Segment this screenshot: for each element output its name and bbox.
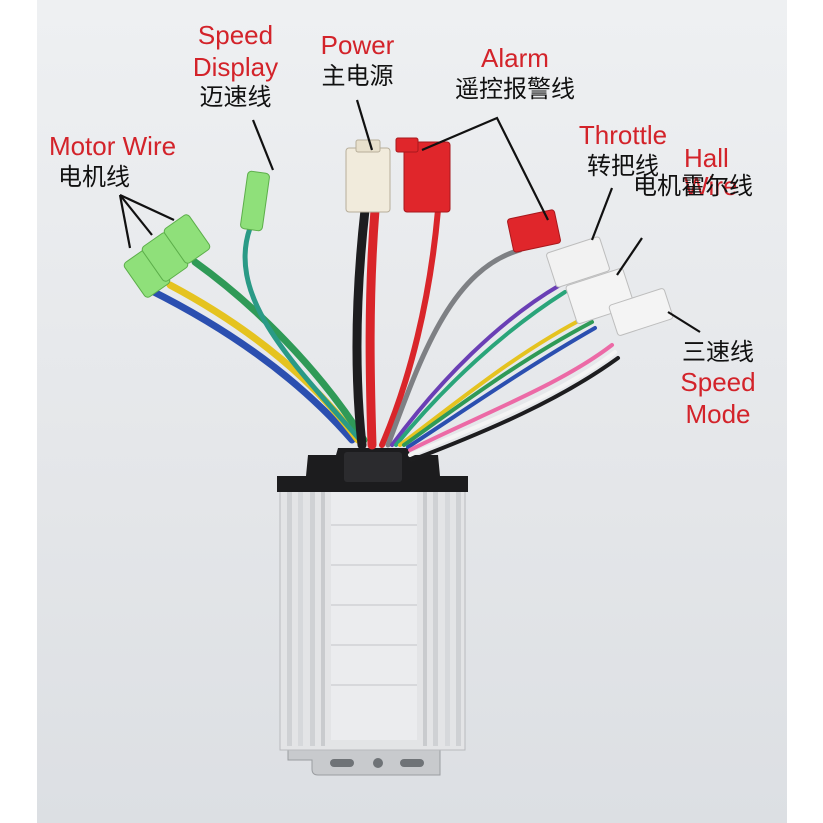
label-speed-mode: 三速线 Speed Mode bbox=[668, 338, 768, 431]
wire-hall-2 bbox=[402, 320, 594, 447]
wire-power-red bbox=[365, 205, 380, 450]
label-speed-display: Speed Display 迈速线 bbox=[178, 20, 293, 113]
label-speed-mode-en-2: Mode bbox=[685, 398, 751, 429]
end-cap-grommet bbox=[344, 452, 402, 482]
label-motor-wire: Motor Wire 电机线 bbox=[30, 131, 195, 192]
pointer-motor-2 bbox=[119, 194, 153, 236]
power-connector bbox=[345, 147, 391, 213]
wire-motor-green bbox=[191, 258, 368, 444]
label-alarm-zh: 遥控报警线 bbox=[455, 74, 575, 103]
wire-speed-mode-pink bbox=[408, 343, 614, 452]
wire-speed-display bbox=[242, 225, 363, 443]
label-power-zh: 主电源 bbox=[321, 61, 394, 90]
pointer-alarm bbox=[421, 116, 549, 221]
wire-power-black bbox=[352, 205, 370, 450]
label-throttle-en: Throttle bbox=[578, 120, 668, 150]
pointer-speed-mode bbox=[667, 311, 701, 333]
heatsink-center-panel bbox=[331, 490, 417, 740]
heatsink-fin-left-1 bbox=[287, 484, 292, 746]
mounting-bracket bbox=[287, 747, 441, 776]
wire-hall-3 bbox=[406, 326, 597, 449]
pointer-motor-3 bbox=[119, 194, 175, 221]
label-pointers bbox=[118, 99, 701, 333]
label-motor-wire-zh: 电机线 bbox=[58, 162, 130, 191]
label-hall-wire-en-1: Hall bbox=[684, 143, 729, 173]
label-motor-wire-en: Motor Wire bbox=[48, 131, 177, 161]
label-speed-mode-zh: 三速线 bbox=[682, 338, 754, 366]
throttle-connector bbox=[546, 236, 610, 288]
label-speed-display-zh: 迈速线 bbox=[199, 83, 272, 112]
heatsink-fin-left-4 bbox=[321, 484, 325, 746]
label-speed-display-en-2: Display bbox=[192, 51, 279, 82]
label-hall-wire-en-2: Wire bbox=[684, 170, 738, 201]
bracket-slot-left bbox=[330, 759, 354, 767]
alarm-connector-top bbox=[403, 141, 451, 213]
wire-alarm-grey bbox=[385, 247, 523, 448]
label-speed-mode-en-1: Speed bbox=[680, 367, 756, 398]
wire-bundle bbox=[146, 205, 620, 462]
heatsink-fin-right-2 bbox=[433, 484, 438, 746]
label-alarm: Alarm 遥控报警线 bbox=[435, 43, 595, 104]
motor-wire-connectors bbox=[123, 214, 211, 298]
wire-hall-1 bbox=[398, 313, 592, 447]
power-connector-latch bbox=[355, 139, 381, 153]
label-throttle: Throttle 转把线 bbox=[562, 120, 684, 181]
pointer-power bbox=[355, 99, 374, 151]
pointer-throttle bbox=[590, 187, 614, 241]
bracket-slot-right bbox=[400, 759, 424, 767]
alarm-connector-bottom bbox=[507, 209, 561, 253]
heatsink-fin-left-3 bbox=[310, 484, 315, 746]
speed-display-connector bbox=[240, 170, 270, 232]
label-alarm-en: Alarm bbox=[481, 43, 549, 73]
wire-motor-blue bbox=[146, 286, 356, 444]
pointer-hall bbox=[616, 237, 643, 276]
label-speed-display-en-1: Speed bbox=[197, 20, 274, 50]
wire-throttle-2 bbox=[394, 290, 567, 447]
speed-mode-connector bbox=[608, 288, 674, 336]
wire-speed-mode-black bbox=[410, 356, 620, 462]
heatsink-fin-left-2 bbox=[298, 484, 303, 746]
wire-throttle-1 bbox=[390, 283, 562, 447]
pointer-speed-display bbox=[251, 119, 275, 171]
motor-connector-3 bbox=[163, 214, 211, 264]
label-power: Power 主电源 bbox=[305, 30, 410, 91]
label-hall-wire: Hall Wire 电机霍尔线 bbox=[618, 143, 768, 202]
alarm-connector-top-latch bbox=[395, 137, 419, 153]
heatsink-fin-right-3 bbox=[445, 484, 450, 746]
heatsink-fin-right-4 bbox=[456, 484, 461, 746]
label-hall-wire-zh: 电机霍尔线 bbox=[633, 172, 753, 201]
wire-alarm-red bbox=[379, 207, 441, 448]
heatsink-fin-right-1 bbox=[423, 484, 427, 746]
label-power-en: Power bbox=[320, 30, 395, 60]
pointer-motor-1 bbox=[118, 194, 132, 249]
bracket-hole bbox=[373, 758, 383, 768]
wire-speed-mode-white bbox=[408, 350, 617, 457]
label-throttle-zh: 转把线 bbox=[587, 151, 659, 180]
